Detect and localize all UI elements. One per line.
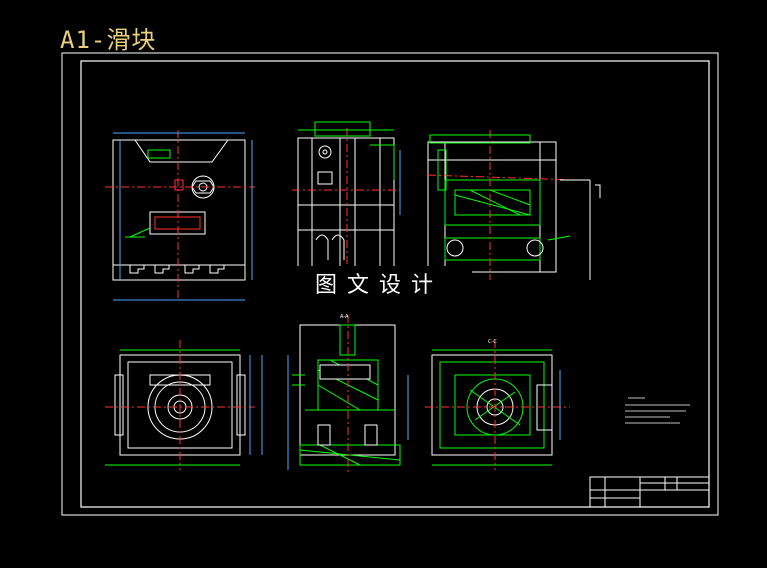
- watermark-text: 图文设计: [286, 266, 472, 306]
- inner-border: [80, 60, 710, 508]
- side-view: [292, 121, 401, 275]
- technical-notes: [625, 397, 690, 424]
- bottom-view: [105, 340, 263, 470]
- section-a-label: A-A: [340, 314, 349, 320]
- drawing-title: A1-滑块: [60, 26, 157, 54]
- front-view: [105, 130, 255, 301]
- title-block: [589, 476, 710, 508]
- section-view-c-c: C-C: [425, 339, 570, 470]
- section-c-label: C-C: [488, 339, 497, 345]
- outer-border: [61, 52, 719, 516]
- section-view-top-right: [427, 130, 601, 280]
- section-view-a-a: A-A: [287, 314, 409, 475]
